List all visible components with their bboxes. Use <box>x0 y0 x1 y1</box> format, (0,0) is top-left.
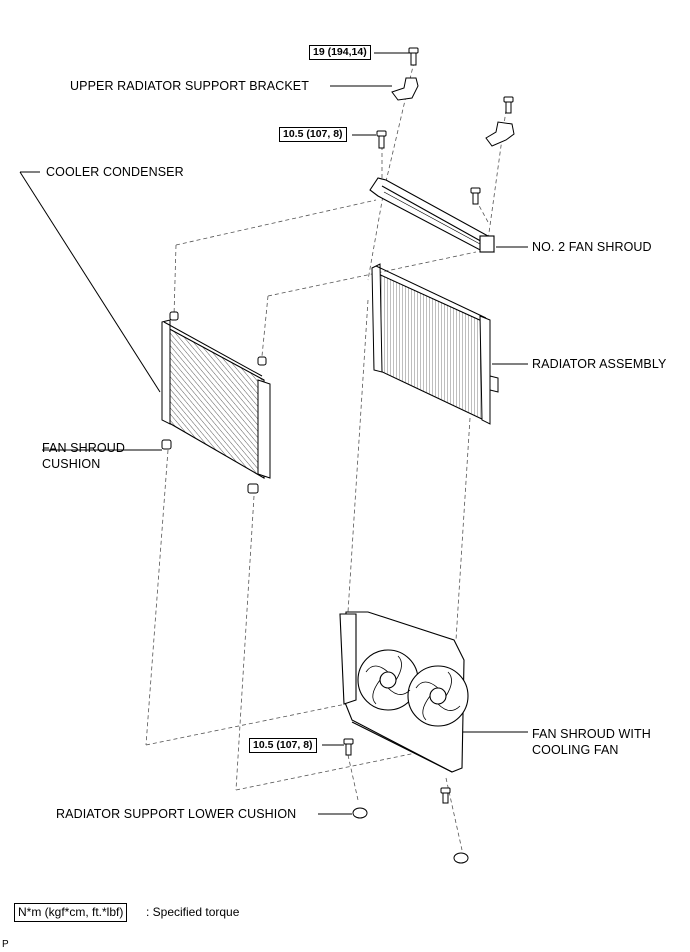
fan-shroud-part <box>339 611 469 773</box>
label-radiator-assembly: RADIATOR ASSEMBLY <box>532 357 667 371</box>
torque-bracket-bolt: 10.5 (107, 8) <box>279 127 347 142</box>
label-radiator-support-lower-cushion: RADIATOR SUPPORT LOWER CUSHION <box>56 807 297 821</box>
torque-upper-bolt: 19 (194,14) <box>309 45 371 60</box>
bolt-hardware <box>161 47 515 864</box>
label-fan-shroud-cushion-line1: FAN SHROUD <box>42 441 125 455</box>
label-fan-shroud-cooling-fan-line2: COOLING FAN <box>532 743 619 757</box>
label-fan-shroud-cooling-fan-line1: FAN SHROUD WITH <box>532 727 651 741</box>
cooler-condenser-part <box>161 319 271 479</box>
leader-lines <box>19 52 528 815</box>
legend-description: : Specified torque <box>146 905 240 919</box>
radiator-part <box>371 263 499 425</box>
label-fan-shroud-cushion-line2: CUSHION <box>42 457 101 471</box>
figure-code: P <box>2 939 9 950</box>
legend-torque-unit: N*m (kgf*cm, ft.*lbf) <box>14 903 128 922</box>
label-no2-fan-shroud: NO. 2 FAN SHROUD <box>532 240 652 254</box>
label-cooler-condenser: COOLER CONDENSER <box>46 165 184 179</box>
torque-lower-bolt: 10.5 (107, 8) <box>249 738 317 753</box>
no2-fan-shroud-part <box>369 177 495 253</box>
label-upper-radiator-support-bracket: UPPER RADIATOR SUPPORT BRACKET <box>70 79 309 93</box>
